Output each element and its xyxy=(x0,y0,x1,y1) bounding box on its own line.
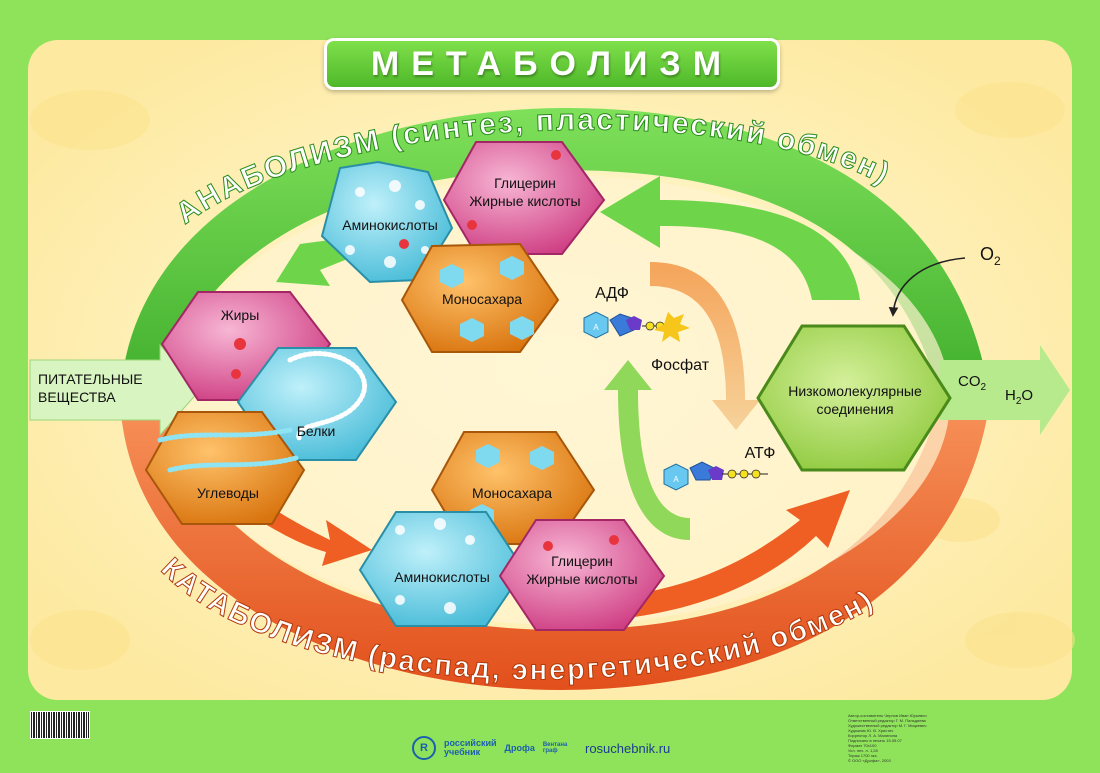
hex-catabolic-amino: Аминокислоты xyxy=(358,511,526,627)
hex-catabolic-mono-label: Моносахара xyxy=(472,485,552,501)
cycle-arrow-up xyxy=(604,360,690,540)
credit-line: Художник Ю. В. Христич xyxy=(848,728,894,733)
low-molecular-line1: Низкомолекулярные xyxy=(788,383,922,399)
hex-anabolic-glycerin-line1: Глицерин xyxy=(494,175,556,191)
oxygen-arrow xyxy=(888,257,966,317)
adp-molecule: А АДФ Фосфат xyxy=(583,285,710,374)
cycle-arrow-down xyxy=(650,262,760,430)
credit-line: Усл. печ. л. 1,28 xyxy=(848,748,878,753)
output-arrow xyxy=(940,345,1070,435)
hex-anabolic-mono-label: Моносахара xyxy=(442,291,522,307)
credit-line: Художественный редактор М. Г. Мицкевич xyxy=(848,723,927,728)
o2-label: O2 xyxy=(980,244,1001,268)
publisher-logos: R российский учебник Дрофа Вентана граф xyxy=(412,736,573,760)
input-label-line2: ВЕЩЕСТВА xyxy=(38,389,116,405)
drofa-logo: Дрофа xyxy=(504,743,535,753)
catabolism-arrow-left xyxy=(250,500,372,566)
credit-line: Формат 70x100 xyxy=(848,743,877,748)
publisher-line1: российский xyxy=(444,738,497,748)
hex-catabolic-amino-label: Аминокислоты xyxy=(394,569,490,585)
credit-line: Подписано в печать 15.05.07 xyxy=(848,738,902,743)
anabolism-arrow-top xyxy=(600,176,860,300)
h2o-label: H2O xyxy=(1005,387,1033,407)
hex-anabolic-glycerin: Глицерин Жирные кислоты xyxy=(442,141,606,255)
credit-line: Ответственный редактор Г. М. Пальдяева xyxy=(848,718,926,723)
hex-carbs-label: Углеводы xyxy=(197,485,259,501)
hex-low-molecular: Низкомолекулярные соединения xyxy=(756,324,952,472)
hex-proteins-label: Белки xyxy=(297,423,336,439)
title-banner: МЕТАБОЛИЗМ xyxy=(324,38,780,90)
co2-label: CO2 xyxy=(958,373,987,393)
publisher-name: российский учебник xyxy=(444,739,497,757)
page-title: МЕТАБОЛИЗМ xyxy=(370,44,734,83)
hex-catabolic-glycerin: Глицерин Жирные кислоты xyxy=(498,519,666,631)
catabolism-band xyxy=(120,400,990,690)
hex-carbs: Углеводы xyxy=(144,411,306,525)
hex-catabolic-glycerin-line2: Жирные кислоты xyxy=(526,571,637,587)
low-molecular-line2: соединения xyxy=(816,401,893,417)
input-label-line1: ПИТАТЕЛЬНЫЕ xyxy=(38,371,143,387)
credit-line: © ООО «Дрофа», 2003 xyxy=(848,758,891,763)
credits-block: Автор-составитель Чернов Иван Юрьевич От… xyxy=(848,713,1088,763)
hex-fats-label: Жиры xyxy=(221,307,260,323)
atp-label: АТФ xyxy=(745,445,776,462)
site-link[interactable]: rosuchebnik.ru xyxy=(585,741,671,756)
adp-label: АДФ xyxy=(595,285,629,302)
inner-halo xyxy=(170,175,950,625)
hex-anabolic-mono: Моносахара xyxy=(400,242,560,353)
background-blobs xyxy=(30,82,1075,670)
anabolism-arrow-left xyxy=(276,240,350,286)
publisher-line2: учебник xyxy=(444,747,481,757)
credit-line: Автор-составитель Чернов Иван Юрьевич xyxy=(848,713,927,718)
credit-line: Корректор Л. А. Малинина xyxy=(848,733,898,738)
barcode xyxy=(30,711,90,739)
atp-molecule: А АТФ xyxy=(663,445,776,491)
hex-catabolic-glycerin-line1: Глицерин xyxy=(551,553,613,569)
hex-anabolic-glycerin-line2: Жирные кислоты xyxy=(469,193,580,209)
publisher-logo-icon: R xyxy=(412,736,436,760)
hex-anabolic-amino-label: Аминокислоты xyxy=(342,217,438,233)
adp-adenine-letter: А xyxy=(593,323,599,332)
credit-line: Тираж 1700 экз. xyxy=(848,753,878,758)
atp-adenine-letter: А xyxy=(673,475,679,484)
ventana-logo: Вентана граф xyxy=(542,742,568,754)
phosphate-label: Фосфат xyxy=(651,357,710,374)
hex-anabolic-amino: Аминокислоты xyxy=(320,160,454,284)
